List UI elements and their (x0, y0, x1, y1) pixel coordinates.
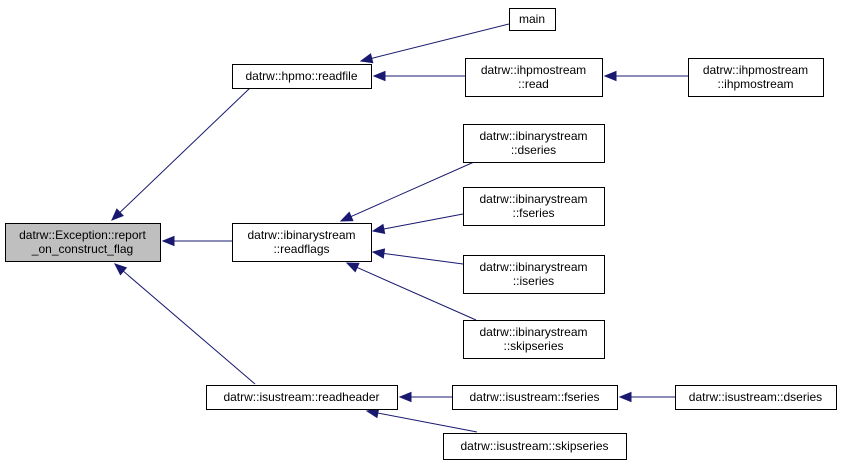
node-label: ::dseries (511, 143, 556, 157)
node-label: datrw::isustream::fseries (469, 390, 599, 404)
node-ihpmo-ctor[interactable]: datrw::ihpmostream::ihpmostream (688, 58, 824, 97)
arrowhead (113, 263, 128, 276)
edge-ibin-readflags-to-report (161, 235, 232, 247)
edge-isu-skipseries-to-isu-readheader (365, 408, 478, 433)
edge-line (123, 270, 256, 385)
node-ibin-skipseries[interactable]: datrw::ibinarystream::skipseries (463, 320, 605, 359)
node-label: _on_construct_flag (31, 242, 133, 256)
edge-ibin-skipseries-to-ibin-readflags (345, 262, 477, 321)
node-box (463, 320, 605, 359)
node-box (509, 8, 556, 31)
arrowhead (618, 391, 632, 403)
node-label: datrw::ibinarystream (479, 325, 587, 339)
node-box (206, 385, 398, 410)
edge-line (119, 87, 251, 213)
edge-ibin-fseries-to-ibin-readflags (371, 213, 464, 235)
node-isu-dseries[interactable]: datrw::isustream::dseries (675, 385, 837, 410)
node-ibin-dseries[interactable]: datrw::ibinarystream::dseries (463, 124, 605, 163)
node-label: ::fseries (512, 206, 554, 220)
edge-ibin-iseries-to-ibin-readflags (371, 248, 464, 265)
node-label: ::read (518, 77, 549, 91)
node-box (463, 255, 605, 294)
edges-layer (111, 23, 688, 433)
node-label: datrw::ibinarystream (479, 129, 587, 143)
edge-isu-readheader-to-report (113, 263, 256, 385)
node-label: datrw::ihpmostream (703, 63, 808, 77)
node-box (465, 58, 603, 97)
edge-main-to-hpmo-readfile (359, 23, 510, 64)
arrowhead (371, 223, 386, 235)
node-box (232, 223, 372, 262)
node-ihpmo-read[interactable]: datrw::ihpmostream::read (465, 58, 603, 97)
edge-line (377, 412, 478, 433)
edge-hpmo-readfile-to-report (111, 87, 251, 221)
edge-ibin-dseries-to-ibin-readflags (339, 161, 475, 222)
arrowhead (603, 70, 617, 82)
node-label: datrw::Exception::report (19, 228, 146, 242)
node-ibin-fseries[interactable]: datrw::ibinarystream::fseries (463, 187, 605, 226)
node-label: datrw::hpmo::readfile (245, 69, 357, 83)
node-label: ::iseries (513, 274, 554, 288)
node-box (5, 223, 161, 262)
node-label: datrw::isustream::skipseries (460, 439, 608, 453)
edge-ihpmo-read-to-hpmo-readfile (372, 70, 465, 82)
edge-ihpmo-ctor-to-ihpmo-read (603, 70, 688, 82)
node-label: datrw::isustream::readheader (223, 390, 379, 404)
node-label: datrw::isustream::dseries (689, 390, 822, 404)
node-ibin-readflags[interactable]: datrw::ibinarystream::readflags (232, 223, 372, 262)
node-label: datrw::ibinarystream (479, 260, 587, 274)
node-report[interactable]: datrw::Exception::report_on_construct_fl… (5, 223, 161, 262)
arrowhead (345, 262, 360, 273)
edge-isu-dseries-to-isu-fseries (618, 391, 675, 403)
node-box (443, 433, 627, 460)
node-label: datrw::ihpmostream (481, 63, 586, 77)
node-label: main (519, 12, 545, 26)
node-label: datrw::ibinarystream (247, 228, 355, 242)
arrowhead (111, 208, 124, 221)
arrowhead (359, 53, 374, 64)
node-label: ::skipseries (503, 339, 563, 353)
node-main[interactable]: main (509, 8, 556, 31)
edge-line (350, 161, 475, 217)
node-box (675, 385, 837, 410)
node-label: ::ihpmostream (717, 77, 793, 91)
edge-line (383, 213, 464, 230)
edge-line (371, 23, 510, 59)
node-ibin-iseries[interactable]: datrw::ibinarystream::iseries (463, 255, 605, 294)
node-box (452, 385, 618, 410)
node-label: ::readflags (273, 242, 329, 256)
edge-isu-fseries-to-isu-readheader (398, 391, 452, 403)
nodes-layer: datrw::Exception::report_on_construct_fl… (5, 8, 837, 460)
arrowhead (371, 248, 386, 259)
node-box (232, 64, 372, 89)
arrowhead (398, 391, 412, 403)
arrowhead (372, 70, 386, 82)
node-hpmo-readfile[interactable]: datrw::hpmo::readfile (232, 64, 372, 89)
node-label: datrw::ibinarystream (479, 192, 587, 206)
node-box (463, 124, 605, 163)
edge-line (383, 252, 464, 265)
edge-line (356, 266, 477, 321)
node-isu-fseries[interactable]: datrw::isustream::fseries (452, 385, 618, 410)
node-box (688, 58, 824, 97)
node-isu-readheader[interactable]: datrw::isustream::readheader (206, 385, 398, 410)
node-isu-skipseries[interactable]: datrw::isustream::skipseries (443, 433, 627, 460)
arrowhead (161, 235, 175, 247)
node-box (463, 187, 605, 226)
arrowhead (339, 211, 354, 222)
